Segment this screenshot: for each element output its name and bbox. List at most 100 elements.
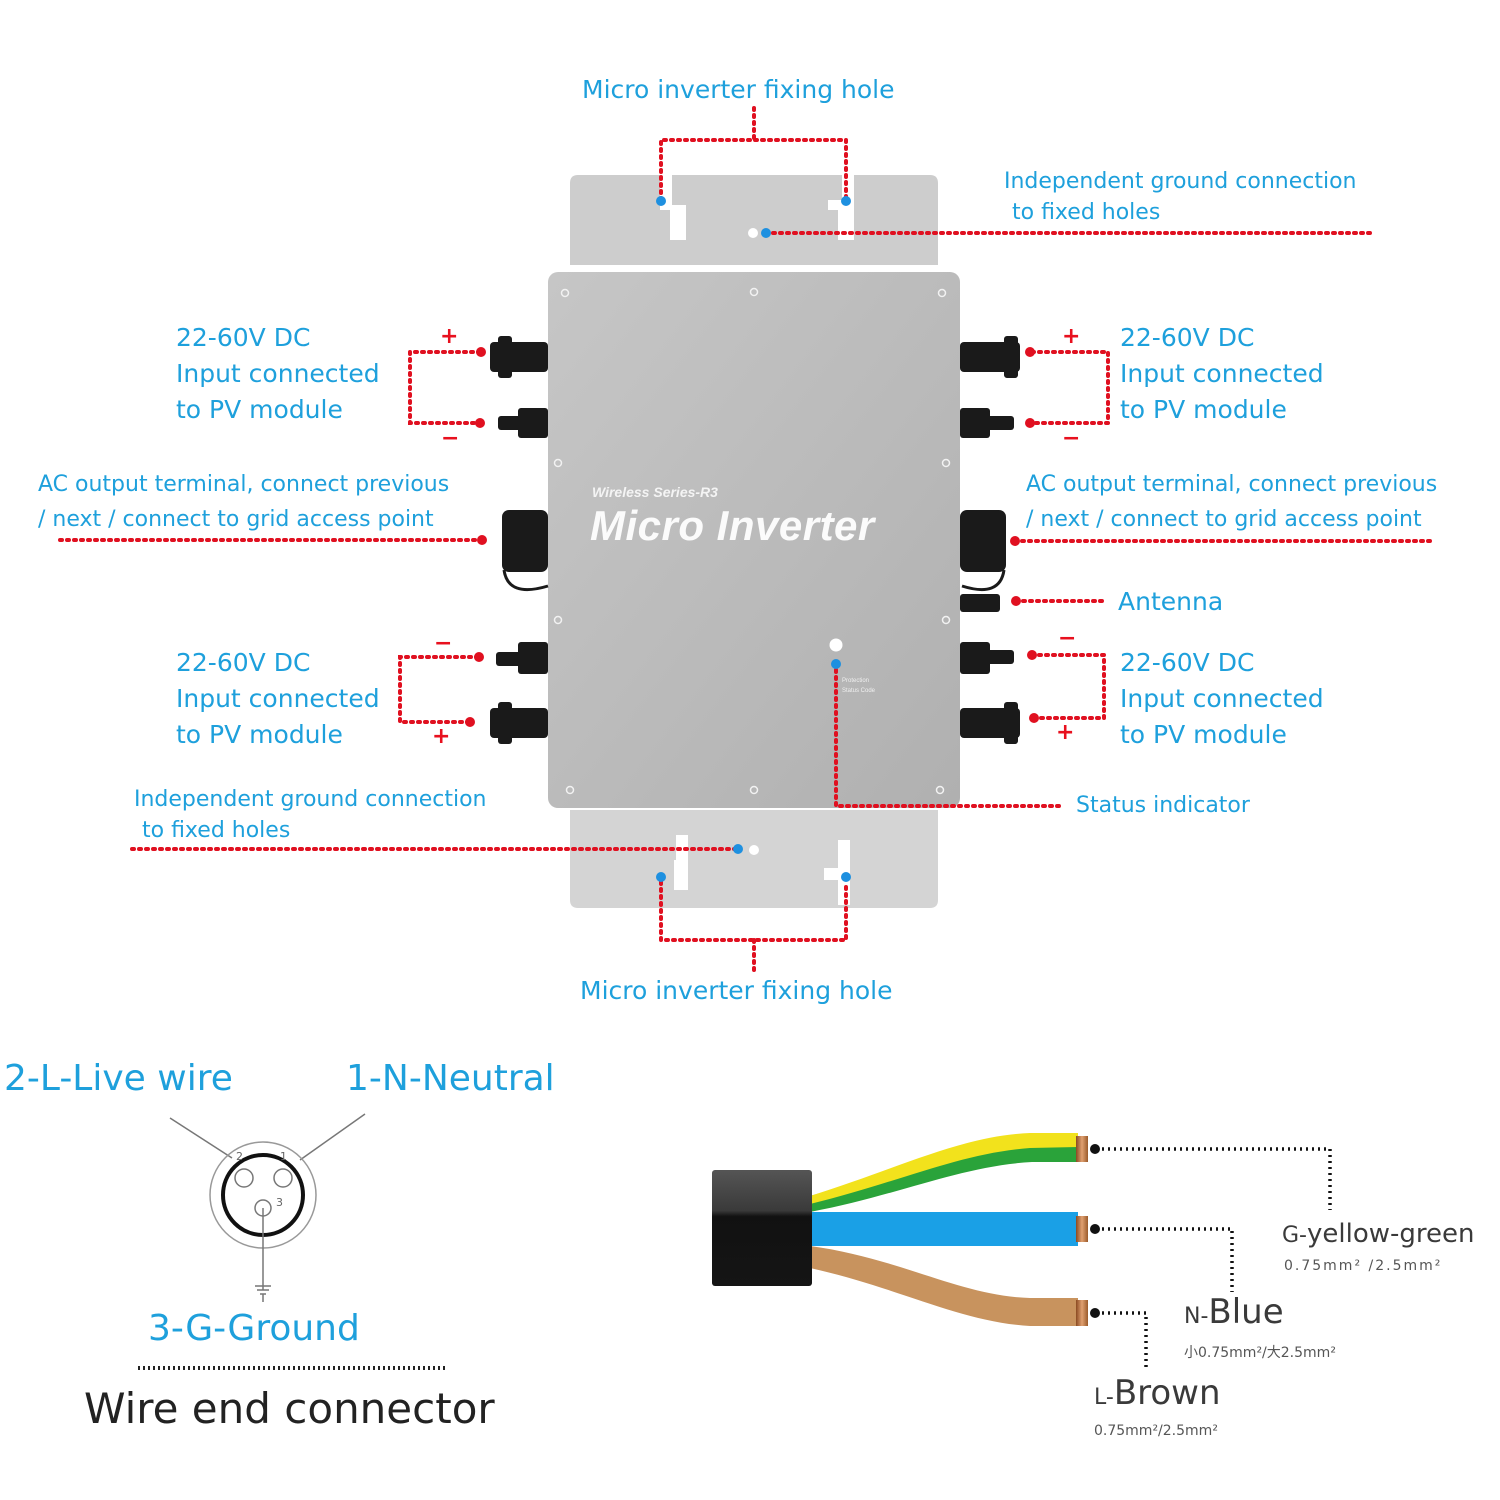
mc4-connector-left-plus-2	[490, 702, 548, 744]
polarity-plus-bottom-left: +	[432, 724, 451, 749]
mc4-connector-right-plus	[960, 336, 1020, 378]
top-mounting-bracket	[570, 175, 938, 265]
polarity-minus-top-left: −	[441, 426, 460, 451]
mc4-connector-left-minus	[498, 408, 548, 438]
label-fixing-hole-bottom: Micro inverter fixing hole	[580, 976, 893, 1005]
polarity-plus-bottom-right: +	[1056, 720, 1075, 745]
pin-number-2: 2	[236, 1150, 243, 1163]
leader-status	[834, 668, 1062, 808]
leader-pin2	[169, 1117, 233, 1159]
caption-wire-end-connector: Wire end connector	[84, 1384, 495, 1433]
antenna-connector	[960, 594, 1000, 612]
label-dc-bottom-right-line2: Input connected	[1120, 684, 1324, 713]
mc4-connector-right-plus-2	[960, 702, 1020, 744]
wire-g-prefix: G-	[1282, 1223, 1307, 1248]
status-small-text-1: Protection	[842, 678, 870, 684]
label-ground-bottom-line1: Independent ground connection	[134, 787, 487, 812]
wire-l-color: Brown	[1113, 1373, 1221, 1413]
label-ground-top-line2: to fixed holes	[1012, 200, 1161, 225]
mc4-connector-right-minus-2	[960, 642, 1014, 674]
label-wire-l: L-Brown	[1094, 1373, 1221, 1418]
wire-n-color: Blue	[1208, 1292, 1284, 1332]
leader-dc-bottom-left	[398, 655, 480, 724]
polarity-plus-top-right: +	[1062, 324, 1081, 349]
wire-yellow-green	[810, 1134, 1078, 1212]
mc4-connector-right-minus	[960, 408, 1014, 438]
fixing-slot-bottom-left	[674, 835, 688, 890]
ground-hole-top	[748, 228, 758, 238]
cable-jacket	[712, 1170, 812, 1286]
spec-wire-g: 0.75mm² /2.5mm²	[1284, 1258, 1443, 1274]
fixing-slot-top-left	[660, 175, 686, 240]
left-connectors	[490, 336, 549, 744]
polarity-minus-bottom-left: −	[434, 631, 453, 656]
label-dc-top-right-voltage: 22-60V DC	[1120, 323, 1255, 352]
point-dots	[656, 196, 851, 882]
mc4-connector-left-minus-2	[496, 642, 548, 674]
label-dc-bottom-left-line2: Input connected	[176, 684, 380, 713]
fixing-slot-bottom-right	[824, 840, 850, 905]
ac-connector-left	[502, 510, 549, 591]
label-ac-right-line2: / next / connect to grid access point	[1026, 507, 1422, 532]
label-dc-bottom-right-voltage: 22-60V DC	[1120, 648, 1255, 677]
label-antenna: Antenna	[1118, 587, 1224, 616]
label-dc-top-right-line2: Input connected	[1120, 359, 1324, 388]
right-connectors	[960, 336, 1020, 744]
pin-number-3: 3	[276, 1196, 283, 1209]
inverter-title: Micro Inverter	[590, 502, 875, 549]
copper-tip-1	[1076, 1136, 1088, 1162]
leader-lines	[58, 106, 1434, 974]
polarity-plus-top-left: +	[440, 324, 459, 349]
label-wire-g: G-yellow-green	[1282, 1218, 1474, 1252]
leader-endpoints	[465, 347, 1039, 727]
leader-fixing-top	[659, 106, 848, 202]
label-pin2-live: 2-L-Live wire	[4, 1058, 233, 1099]
label-ac-right-line1: AC output terminal, connect previous	[1026, 472, 1438, 497]
ac-connector-right	[960, 510, 1006, 591]
wire-end-connector-diagram	[169, 1113, 366, 1302]
label-dc-top-left-line2: Input connected	[176, 359, 380, 388]
label-wire-n: N-Blue	[1184, 1292, 1284, 1337]
leader-dc-bottom-right	[1030, 653, 1106, 720]
wire-blue	[810, 1212, 1078, 1246]
status-small-text-2: Status Code	[842, 688, 876, 694]
copper-tip-3	[1076, 1300, 1088, 1326]
wire-brown	[810, 1246, 1078, 1326]
label-ac-left-line2: / next / connect to grid access point	[38, 507, 434, 532]
leader-dc-top-right	[1030, 350, 1110, 425]
leader-pin1	[299, 1113, 366, 1161]
wire-l-prefix: L-	[1094, 1385, 1114, 1410]
label-dc-top-left-line3: to PV module	[176, 395, 343, 424]
spec-wire-n: 小0.75mm²/大2.5mm²	[1184, 1345, 1336, 1361]
copper-tip-2	[1076, 1216, 1088, 1242]
label-pin3-ground: 3-G-Ground	[148, 1308, 360, 1349]
wire-leaders	[1102, 1147, 1332, 1370]
status-led	[829, 638, 843, 652]
polarity-minus-bottom-right: −	[1058, 626, 1077, 651]
wire-g-color: yellow-green	[1307, 1219, 1475, 1249]
spec-wire-l: 0.75mm²/2.5mm²	[1094, 1423, 1218, 1439]
wire-leader-dots	[1090, 1144, 1100, 1318]
ground-hole-bottom	[749, 845, 759, 855]
pin-number-1: 1	[280, 1150, 287, 1163]
label-status-indicator: Status indicator	[1076, 793, 1250, 818]
polarity-minus-top-right: −	[1062, 426, 1081, 451]
label-ground-top-line1: Independent ground connection	[1004, 169, 1357, 194]
label-dc-top-left-voltage: 22-60V DC	[176, 323, 311, 352]
wire-n-prefix: N-	[1184, 1304, 1209, 1329]
body-screws	[553, 287, 951, 795]
ac-cable-illustration	[712, 1133, 1088, 1326]
leader-dc-top-left	[408, 350, 482, 425]
label-dc-top-right-line3: to PV module	[1120, 395, 1287, 424]
inverter-series-label: Wireless Series-R3	[592, 484, 718, 500]
label-dc-bottom-right-line3: to PV module	[1120, 720, 1287, 749]
bottom-mounting-bracket	[570, 810, 938, 908]
label-ac-left-line1: AC output terminal, connect previous	[38, 472, 450, 497]
leader-fixing-bottom	[659, 880, 848, 974]
mc4-connector-left-plus	[490, 336, 548, 378]
label-dc-bottom-left-voltage: 22-60V DC	[176, 648, 311, 677]
label-fixing-hole-top: Micro inverter fixing hole	[582, 75, 895, 104]
label-dc-bottom-left-line3: to PV module	[176, 720, 343, 749]
label-pin1-neutral: 1-N-Neutral	[346, 1058, 555, 1099]
